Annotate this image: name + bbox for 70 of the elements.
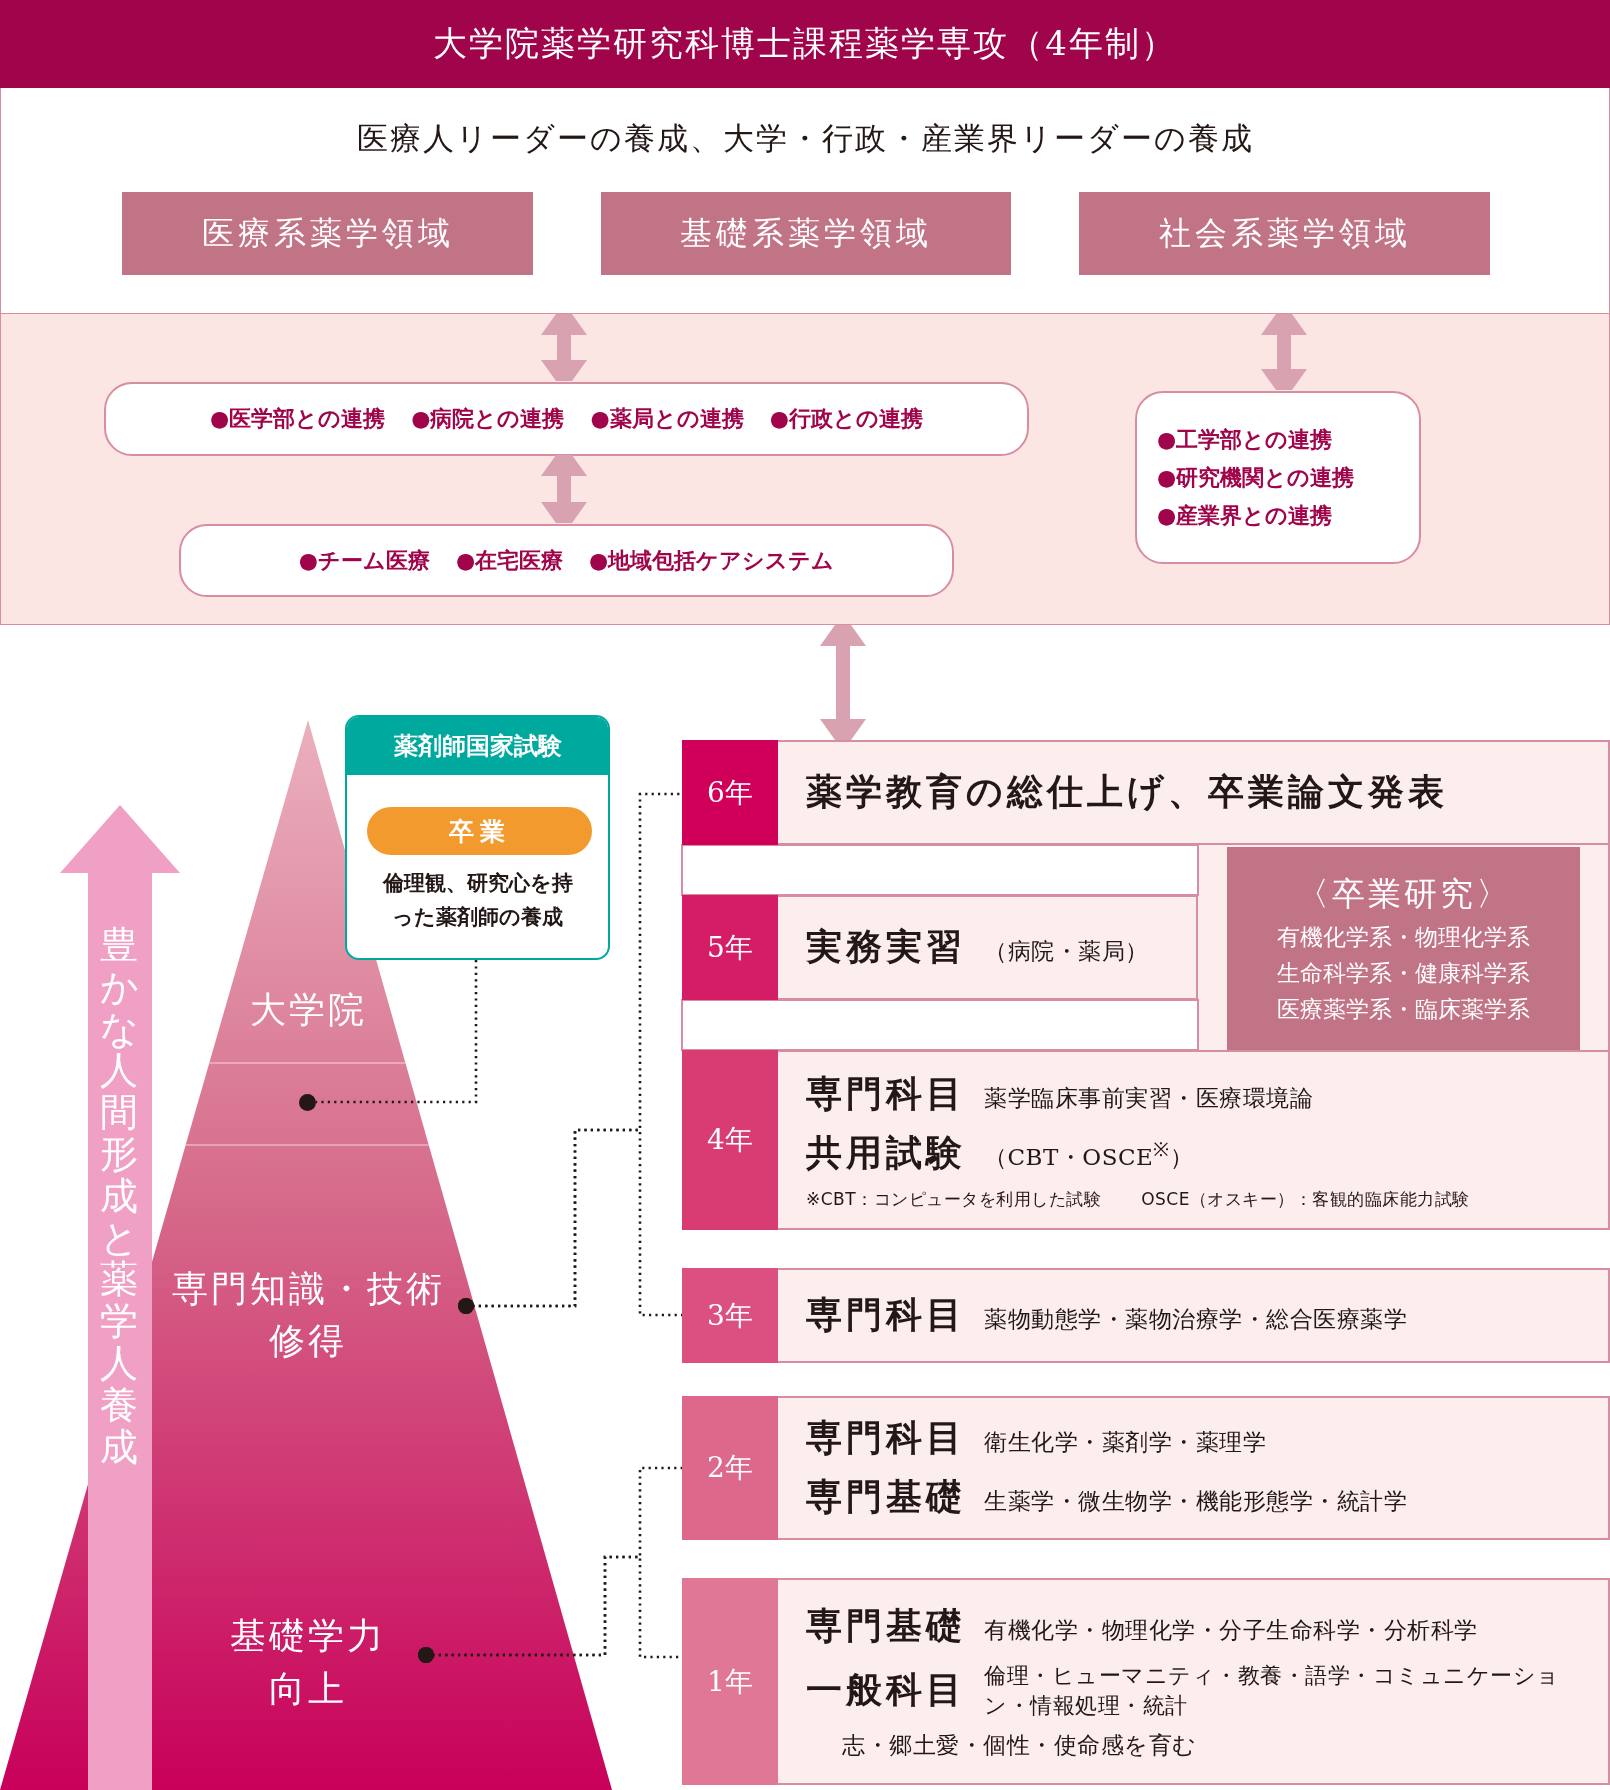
collaboration-item: ●医学部との連携 (210, 405, 386, 433)
panel-heading: 医療人リーダーの養成、大学・行政・産業界リーダーの養成 (355, 119, 1255, 158)
domain-label: 社会系薬学領域 (1158, 212, 1411, 254)
domain-box (601, 192, 1011, 275)
subject-heading: 薬学教育の総仕上げ、卒業論文発表 (806, 769, 1448, 814)
card-header: 薬剤師国家試験 (347, 717, 608, 775)
domain-label: 基礎系薬学領域 (680, 212, 932, 254)
year-row (682, 1578, 1610, 1785)
research-field: 有機化学系・物理化学系 (1277, 920, 1530, 953)
subject-heading: 共用試験 (806, 1129, 966, 1175)
subject-heading: 専門基礎 (806, 1602, 966, 1648)
collaboration-item: ●チーム医療 (298, 546, 430, 575)
subject-detail: （病院・薬局） (984, 937, 1149, 966)
collaboration-item: ●地域包括ケアシステム (589, 546, 835, 575)
research-field: 医療薬学系・臨床薬学系 (1277, 993, 1530, 1026)
collaboration-item: ●在宅医療 (455, 546, 564, 575)
subject-detail: 有機化学・物理化学・分子生命科学・分析科学 (984, 1615, 1478, 1645)
subject-detail: 衛生化学・薬剤学・薬理学 (984, 1428, 1266, 1457)
collaboration-pill (104, 382, 1029, 456)
arrow-label: 豊かな人間形成と薬学人養成 (100, 925, 138, 1469)
year-label: 6年 (682, 740, 778, 845)
collaboration-item: ●産業界との連携 (1157, 501, 1333, 530)
collaboration-panel (0, 313, 1610, 625)
pyramid-label: 専門知識・技術修得 (150, 1255, 466, 1375)
subject-heading: 実務実習 (806, 924, 966, 969)
subject-heading: 専門科目 (806, 1415, 966, 1460)
year-label: 1年 (682, 1578, 778, 1785)
research-box (1227, 847, 1580, 1050)
collaboration-item: ●薬局との連携 (590, 405, 744, 433)
year-label: 3年 (682, 1268, 778, 1363)
year-row (682, 1396, 1610, 1540)
mission-panel (0, 88, 1610, 314)
subject-detail: 生薬学・微生物学・機能形態学・統計学 (984, 1487, 1407, 1516)
research-field: 生命科学系・健康科学系 (1277, 956, 1530, 990)
exam-card (345, 715, 610, 960)
year-label: 2年 (682, 1396, 778, 1540)
domain-label: 医療系薬学領域 (201, 212, 454, 254)
domain-box (122, 192, 533, 275)
subject-detail: 薬物動態学・薬物治療学・総合医療薬学 (984, 1305, 1407, 1334)
domain-box (1079, 192, 1490, 275)
pyramid-label: 基礎学力向上 (190, 1600, 426, 1725)
subject-heading: 専門科目 (806, 1070, 966, 1116)
year-row (682, 1268, 1610, 1363)
collaboration-pill (1135, 391, 1421, 564)
year-row (682, 740, 1610, 845)
subject-detail: 志・郷土愛・個性・使命感を育む (842, 1731, 1197, 1761)
collaboration-item: ●工学部との連携 (1157, 425, 1333, 454)
collaboration-item: ●研究機関との連携 (1157, 463, 1355, 492)
footnote: OSCE（オスキー）：客観的臨床能力試験 (1141, 1187, 1470, 1211)
collaboration-pill (179, 524, 954, 597)
year-row (682, 895, 1198, 1000)
collaboration-item: ●行政との連携 (769, 405, 923, 433)
research-heading: 〈卒業研究〉 (1295, 872, 1512, 915)
leader-line (316, 960, 478, 1104)
subject-heading: 専門基礎 (806, 1474, 966, 1519)
subject-detail: 薬学臨床事前実習・医療環境論 (984, 1083, 1313, 1113)
year-label: 4年 (682, 1050, 778, 1230)
year-row (682, 1050, 1610, 1230)
leader-line (458, 1128, 682, 1317)
collaboration-item: ●病院との連携 (411, 405, 565, 433)
subject-detail: （CBT・OSCE$^{※}$） (984, 1136, 1194, 1172)
subject-heading: 一般科目 (806, 1667, 966, 1712)
year-label: 5年 (682, 895, 778, 1000)
title-banner: 大学院薬学研究科博士課程薬学専攻（4年制） (0, 0, 1610, 88)
subject-detail: 倫理・ヒューマニティ・教養・語学・コミュニケーション・情報処理・統計 (984, 1661, 1561, 1720)
pyramid-label: 大学院 (225, 980, 391, 1040)
subject-heading: 専門科目 (806, 1292, 966, 1337)
graduation-badge: 卒業 (367, 807, 592, 855)
card-text: 倫理観、研究心を持った薬剤師の養成 (381, 870, 574, 931)
footnote: ※CBT：コンピュータを利用した試験 (806, 1187, 1102, 1211)
